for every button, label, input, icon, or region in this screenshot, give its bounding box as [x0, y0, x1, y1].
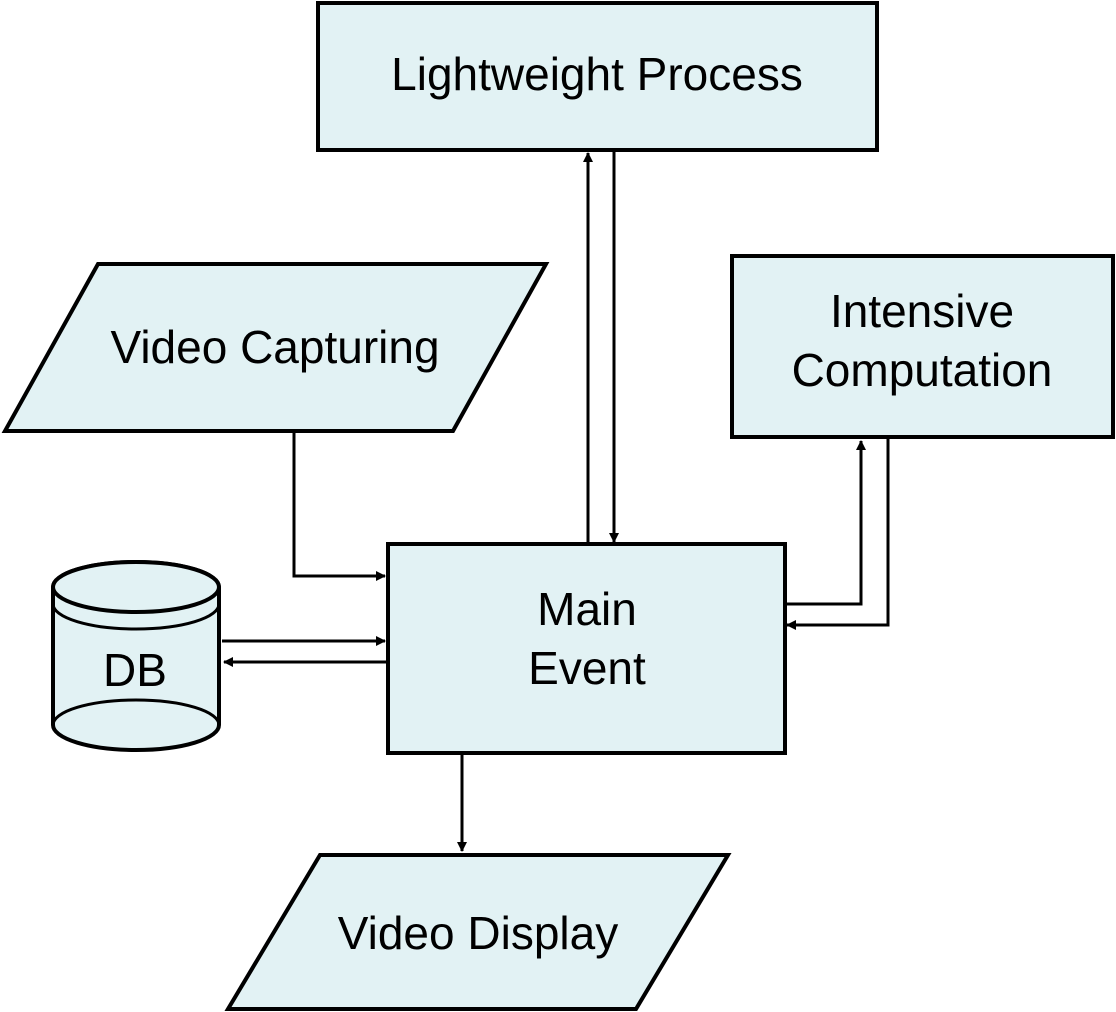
db-inner-ring: [51, 603, 221, 631]
edge-main-to-intensive: [787, 440, 866, 606]
db-top-ellipse: [51, 560, 221, 614]
edge-intensive-to-main: [786, 438, 890, 630]
main-event-label-line1: Main: [537, 583, 637, 635]
node-db: DB: [51, 560, 221, 752]
node-lightweight-process: Lightweight Process: [316, 1, 879, 152]
intensive-computation-label-line1: Intensive: [830, 285, 1014, 337]
db-label: DB: [103, 644, 167, 696]
node-main-event: Main Event: [386, 542, 787, 755]
lightweight-process-label: Lightweight Process: [391, 48, 803, 100]
node-video-capturing: Video Capturing: [1, 262, 550, 433]
intensive-computation-label-line2: Computation: [792, 344, 1053, 396]
node-intensive-computation: Intensive Computation: [730, 254, 1115, 439]
video-display-label: Video Display: [338, 907, 618, 959]
video-capturing-label: Video Capturing: [110, 321, 439, 373]
main-event-label-line2: Event: [528, 642, 646, 694]
db-bottom-ring: [51, 698, 221, 726]
edges: [222, 151, 890, 852]
edge-capturing-to-main: [292, 432, 386, 581]
node-video-display: Video Display: [224, 853, 732, 1011]
